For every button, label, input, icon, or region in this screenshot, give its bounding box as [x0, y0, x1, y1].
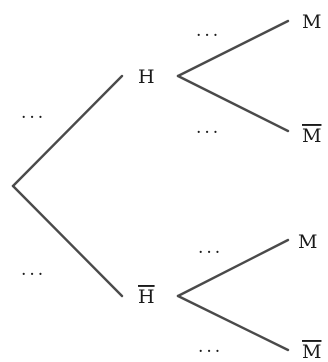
node-m-bar-bottom: M	[302, 341, 321, 362]
branch-h-bar-to-m-bar	[176, 294, 290, 352]
node-h: H	[138, 66, 155, 88]
probability-h-to-m-bar: ...	[196, 118, 221, 138]
branch-h-to-m	[176, 19, 290, 78]
node-m-top: M	[302, 11, 321, 33]
probability-root-to-h: ...	[21, 103, 46, 123]
node-h-bar: H	[138, 286, 155, 308]
branch-root-to-h-bar	[11, 184, 124, 298]
node-m-bottom: M	[298, 231, 317, 253]
branch-root-to-h	[11, 74, 124, 188]
branch-h-to-m-bar	[176, 74, 290, 133]
probability-h-bar-to-m: ...	[198, 238, 223, 258]
probability-h-bar-to-m-bar: ...	[198, 337, 223, 357]
probability-root-to-h-bar: ...	[21, 260, 46, 280]
branch-h-bar-to-m	[176, 238, 290, 298]
probability-h-to-m: ...	[196, 21, 221, 41]
node-m-bar-top: M	[302, 125, 321, 147]
